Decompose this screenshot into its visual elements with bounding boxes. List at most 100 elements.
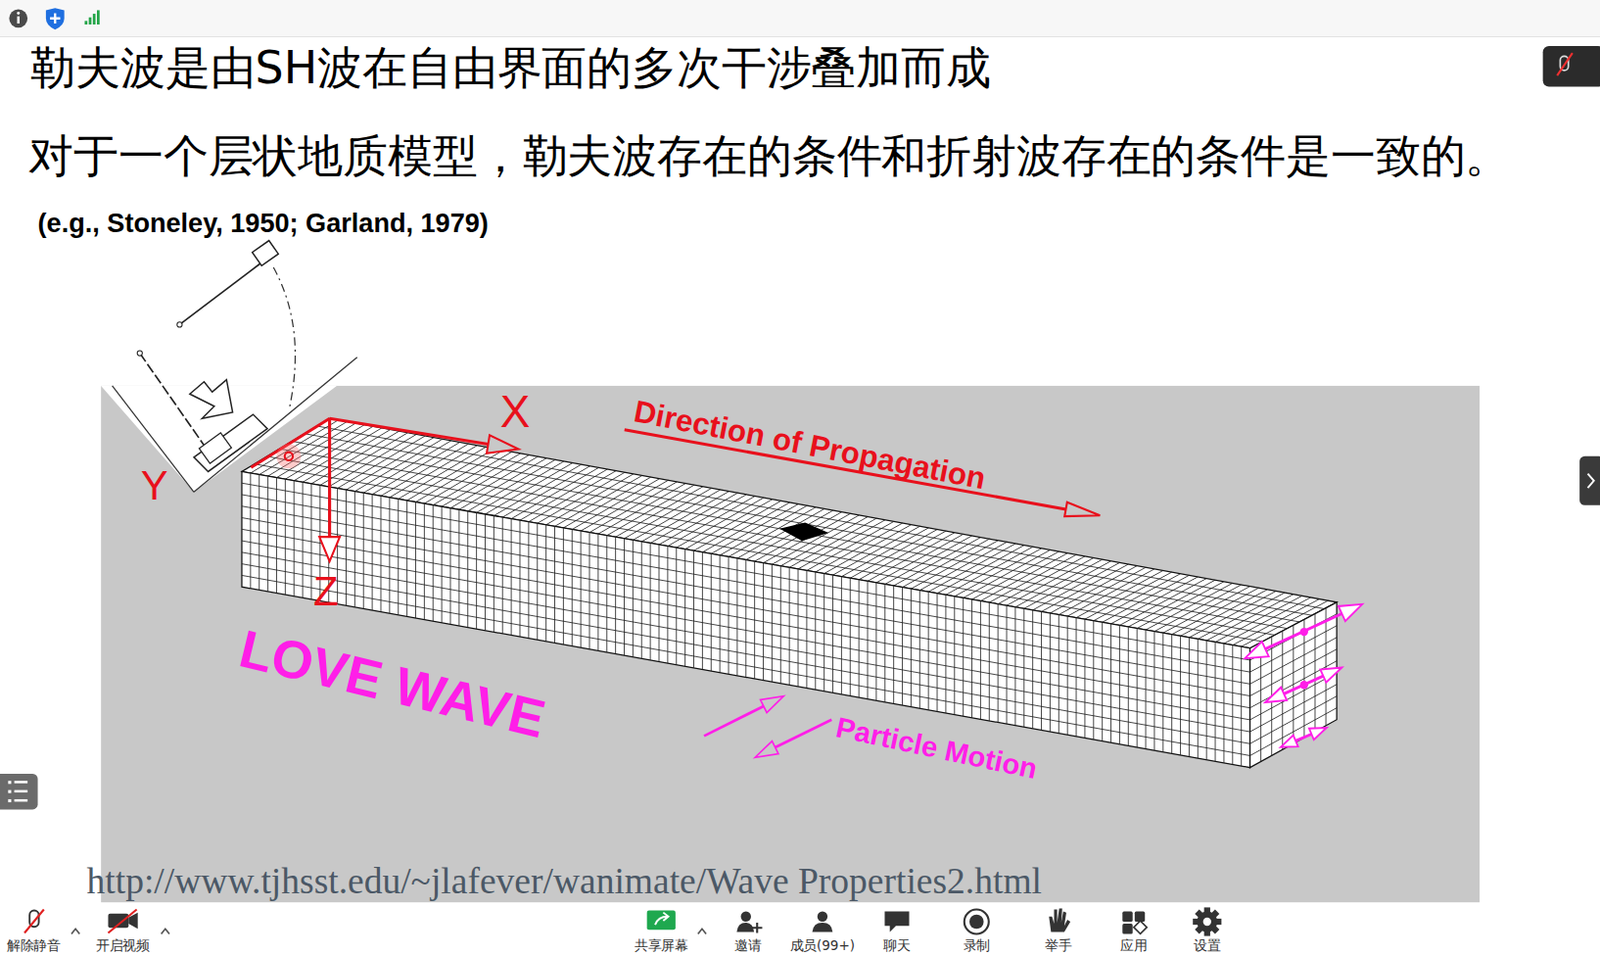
caret xyxy=(698,928,706,934)
toolbar-label: 开启视频 xyxy=(95,939,149,955)
end-motion-arrow xyxy=(1244,604,1363,659)
block-end-face xyxy=(1250,602,1338,768)
toolbar-label: 解除静音 xyxy=(6,939,60,955)
signal-bar xyxy=(96,9,100,25)
list-dot xyxy=(7,780,11,784)
invite-plus xyxy=(752,922,762,933)
arrow-head xyxy=(1064,502,1100,517)
info-icon xyxy=(8,8,28,28)
hand-icon xyxy=(1048,907,1071,932)
mic-slash xyxy=(24,909,45,934)
signal-bar xyxy=(93,13,96,25)
source-dot xyxy=(284,452,293,461)
chat-icon xyxy=(884,911,909,933)
toolbar-label: 录制 xyxy=(963,939,990,955)
toolbar-label: 应用 xyxy=(1120,939,1147,955)
arrow-shaft xyxy=(1283,675,1323,694)
side-tab xyxy=(1579,456,1600,506)
arrow-head xyxy=(760,696,785,713)
list-dot xyxy=(7,799,11,802)
toolbar-label: 设置 xyxy=(1193,939,1221,955)
axis-label: Z xyxy=(313,566,338,614)
shield-plus xyxy=(49,13,60,24)
arrow-head xyxy=(1309,727,1327,740)
list-line xyxy=(14,790,29,794)
hammer-handle xyxy=(140,353,209,452)
signal-bar xyxy=(89,17,93,25)
end-motion-arrow xyxy=(1280,727,1327,748)
hammer-swing-arc xyxy=(273,267,295,407)
list-tab xyxy=(0,773,39,809)
side-tab-chevron xyxy=(1587,473,1594,489)
impact-arrow xyxy=(189,379,234,420)
members-head xyxy=(817,911,828,922)
hammer-pivot xyxy=(177,322,183,328)
arrow-head xyxy=(1319,667,1342,683)
face-fill xyxy=(1250,602,1338,768)
arrow-shaft xyxy=(329,418,489,444)
particle-arrow xyxy=(754,719,832,758)
citation: (e.g., Stoneley, 1950; Garland, 1979) xyxy=(38,208,489,239)
toolbar xyxy=(0,905,1600,955)
source-url: http://www.tjhsst.edu/~jlafever/wanimate… xyxy=(87,859,1042,902)
invite-body xyxy=(736,922,754,932)
block-front-face xyxy=(241,470,1251,767)
x-axis xyxy=(329,418,519,454)
arrow-shaft xyxy=(328,418,331,537)
mute-slash xyxy=(1556,52,1573,76)
toolbar-label: 成员(99+) xyxy=(790,939,855,955)
face-fill xyxy=(241,470,1251,767)
mute-button xyxy=(1543,46,1600,88)
particle-arrow xyxy=(704,696,784,737)
record-ring xyxy=(964,909,989,935)
hammer-head xyxy=(252,240,280,267)
share-icon xyxy=(647,910,676,931)
arrow-head xyxy=(1338,604,1363,621)
slide-title: 勒夫波是由SH波在自由界面的多次干涉叠加而成 xyxy=(30,43,991,95)
black-cell xyxy=(779,522,829,542)
arrow-head xyxy=(1244,641,1269,659)
signal-bar xyxy=(84,20,88,25)
apps-square xyxy=(1122,911,1132,922)
arrow-head xyxy=(1265,687,1287,703)
axis-label: Y xyxy=(141,461,169,509)
info-icon-bar xyxy=(17,16,21,24)
z-axis xyxy=(319,418,340,562)
members-body xyxy=(812,922,834,932)
apps-square xyxy=(1134,911,1145,922)
list-line xyxy=(14,780,29,784)
grid-lines xyxy=(241,472,1251,766)
caret xyxy=(71,928,80,934)
hammer-pivot xyxy=(137,350,142,356)
grid-lines xyxy=(1250,608,1338,762)
arrow-shaft xyxy=(1265,613,1342,650)
invite-head xyxy=(741,911,752,922)
motion-dot xyxy=(1300,627,1309,636)
toolbar-label: 聊天 xyxy=(883,939,910,955)
gear-tooth xyxy=(1194,908,1220,934)
top-bar-border xyxy=(0,36,1600,38)
caret xyxy=(161,928,170,934)
list-line xyxy=(14,799,29,802)
apps-square xyxy=(1122,923,1132,934)
toolbar-label: 举手 xyxy=(1044,939,1072,955)
arrow-head xyxy=(486,434,518,454)
slide-statement: 对于一个层状地质模型，勒夫波存在的条件和折射波存在的条件是一致的。 xyxy=(28,130,1510,183)
list-dot xyxy=(7,790,11,794)
toolbar-icons xyxy=(24,906,1222,936)
motion-dot xyxy=(1300,680,1309,689)
strike-block xyxy=(198,432,232,464)
gear-hole xyxy=(1203,917,1212,926)
source-glow xyxy=(276,443,301,469)
record-dot xyxy=(969,914,985,930)
arrow-shaft xyxy=(775,719,833,748)
slide-ground xyxy=(100,385,1480,902)
hammer-handle xyxy=(179,261,263,326)
shield-icon xyxy=(46,7,65,30)
toolbar-label: 共享屏幕 xyxy=(634,939,688,955)
camera-slash xyxy=(107,909,137,934)
wedge-edge xyxy=(193,357,358,493)
apps-diamond xyxy=(1133,920,1147,934)
end-motion-arrow xyxy=(1265,667,1342,703)
